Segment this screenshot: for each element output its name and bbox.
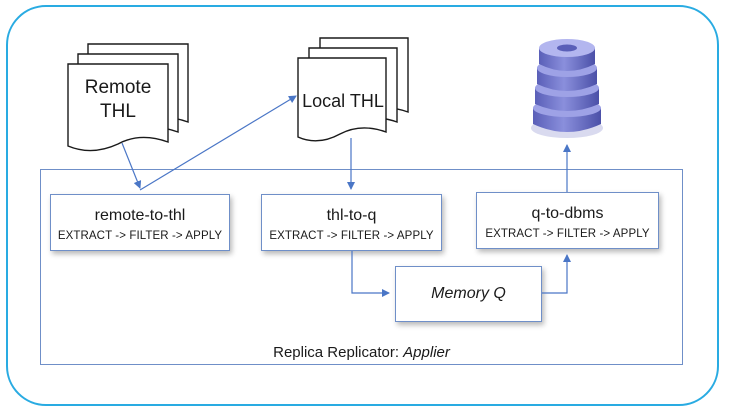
stage-q-to-dbms: q-to-dbms EXTRACT -> FILTER -> APPLY [476,192,659,249]
stage-pipeline: EXTRACT -> FILTER -> APPLY [269,230,434,242]
caption-prefix: Replica Replicator: [273,344,404,361]
stage-pipeline: EXTRACT -> FILTER -> APPLY [485,228,650,240]
stage-pipeline: EXTRACT -> FILTER -> APPLY [57,230,223,242]
local-thl-label: Local THL [302,91,384,111]
stage-name: remote-to-thl [94,207,186,224]
caption-role: Applier [403,344,450,361]
arrow-memory-q-to-q-to-dbms [542,254,571,294]
stage-name: q-to-dbms [531,205,604,222]
stage-thl-to-q: thl-to-q EXTRACT -> FILTER -> APPLY [261,194,442,251]
arrow-remote-thl-to-stage [121,142,142,189]
stage-remote-to-thl: remote-to-thl EXTRACT -> FILTER -> APPLY [50,194,230,251]
arrow-thl-to-q-to-memory-q [351,251,390,297]
memory-queue: Memory Q [395,266,542,322]
arrow-stage-to-local-thl [139,95,297,191]
stage-name: thl-to-q [326,207,377,224]
outer-frame [6,5,719,406]
local-thl-doc-icon [297,37,409,142]
database-icon [531,39,603,138]
remote-thl-doc-icon [67,43,189,152]
replicator-caption: Replica Replicator: Applier [40,344,683,361]
